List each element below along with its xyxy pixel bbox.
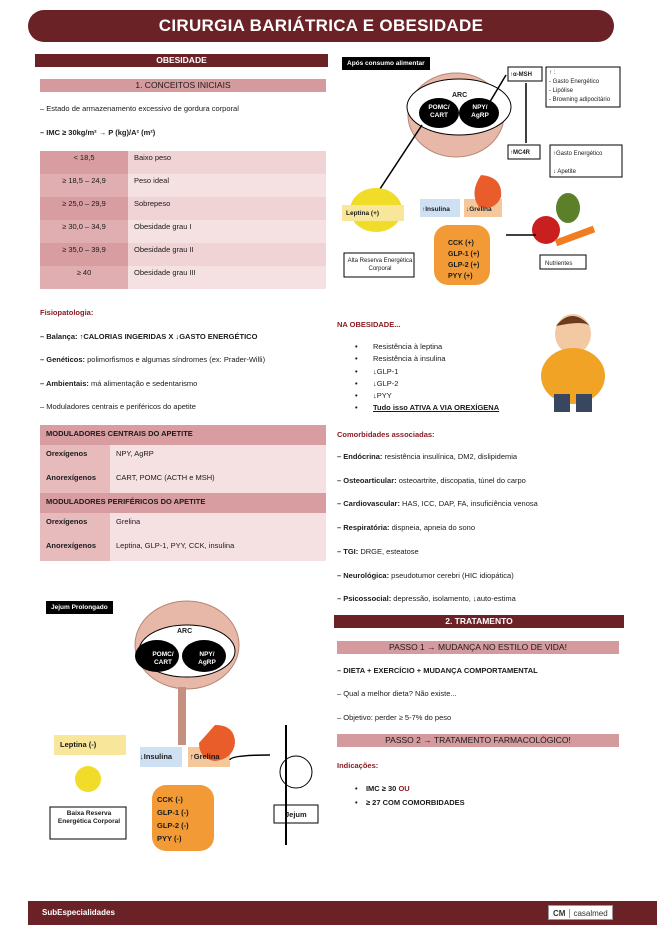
nutrientes-label: Nutrientes xyxy=(545,261,573,267)
grelina-label: ↑Grelina xyxy=(190,752,220,761)
imc-range: < 18,5 xyxy=(40,151,128,174)
fisio-item: – Genéticos: polimorfismos e algumas sín… xyxy=(40,355,266,364)
jejum-label: Jejum xyxy=(285,810,307,819)
mc4r-label: ↑MC4R xyxy=(510,150,531,156)
effects-box: ↑ :- Gasto Energético- Lipólise- Brownin… xyxy=(549,70,611,103)
arc-label: ARC xyxy=(452,92,468,99)
list-item: ↓GLP-2 xyxy=(355,378,499,390)
footer-brand: SubEspecialidades xyxy=(42,908,115,917)
imc-range: ≥ 25,0 – 29,9 xyxy=(40,197,128,220)
pomc-label: POMC/ CART xyxy=(428,104,450,119)
gut-hormones: CCK (+)GLP-1 (+)GLP-2 (+)PYY (+) xyxy=(448,240,480,280)
comorb-title: Comorbidades associadas: xyxy=(337,430,435,439)
imc-label: Obesidade grau III xyxy=(128,266,326,289)
arc-label: ARC xyxy=(177,628,193,635)
pomc-label: POMC/ CART xyxy=(152,651,174,666)
imc-range: ≥ 18,5 – 24,9 xyxy=(40,174,128,197)
list-item: Resistência à insulina xyxy=(355,353,499,365)
imc-label: Peso ideal xyxy=(128,174,326,197)
pos-consumo-diagram xyxy=(342,66,623,285)
comorb-item: – Endócrina: resistência insulínica, DM2… xyxy=(337,452,518,461)
grelina-label: ↓Grelina xyxy=(466,206,492,213)
comorb-item: – Cardiovascular: HAS, ICC, DAP, FA, ins… xyxy=(337,499,538,508)
comorb-item: – Neurológica: pseudotumor cerebri (HIC … xyxy=(337,571,514,580)
obesity-title: NA OBESIDADE... xyxy=(337,320,401,329)
imc-label: Baixo peso xyxy=(128,151,326,174)
page-title: CIRURGIA BARIÁTRICA E OBESIDADE xyxy=(28,10,614,42)
leptina-label: Leptina (-) xyxy=(60,740,97,749)
jejum-diagram xyxy=(49,600,319,851)
list-item: Tudo isso ATIVA A VIA OREXÍGENA xyxy=(355,402,499,414)
section-obesidade: OBESIDADE xyxy=(35,54,328,67)
list-item: ↓PYY xyxy=(355,390,499,402)
npy-label: NPY/ AgRP xyxy=(198,651,216,666)
subsection-conceitos: 1. CONCEITOS INICIAIS xyxy=(40,79,326,92)
imc-formula: – IMC ≥ 30kg/m² → P (kg)/A² (m²) xyxy=(40,128,156,137)
gasto-label: ↑Gasto Energético xyxy=(553,151,603,157)
p1-line: – Qual a melhor dieta? Não existe... xyxy=(337,689,457,698)
msh-label: ↑α-MSH xyxy=(510,72,533,78)
indic-item: • ≥ 27 COM COMORBIDADES xyxy=(355,798,465,807)
gut-hormones: CCK (-)GLP-1 (-)GLP-2 (-)PYY (-) xyxy=(157,795,189,843)
imc-range: ≥ 40 xyxy=(40,266,128,289)
central-modulators-table: MODULADORES CENTRAIS DO APETITE Orexígen… xyxy=(40,425,326,561)
fisio-title: Fisiopatologia: xyxy=(40,308,94,317)
definition-line: – Estado de armazenamento excessivo de g… xyxy=(40,104,239,113)
reserva-label: Alta Reserva Energética Corporal xyxy=(347,258,413,272)
insulina-label: ↑Insulina xyxy=(422,206,450,213)
list-item: Resistência à leptina xyxy=(355,341,499,353)
imc-range: ≥ 35,0 – 39,9 xyxy=(40,243,128,266)
reserva-label: Baixa Reserva Energética Corporal xyxy=(57,810,121,825)
comorb-item: – Psicossocial: depressão, isolamento, ↓… xyxy=(337,594,516,603)
table-header: MODULADORES CENTRAIS DO APETITE xyxy=(40,425,326,445)
imc-label: Obesidade grau II xyxy=(128,243,326,266)
npy-label: NPY/ AgRP xyxy=(471,104,489,119)
comorb-item: – Respiratória: dispneia, apneia do sono xyxy=(337,523,476,532)
passo1-head: PASSO 1 → MUDANÇA NO ESTILO DE VIDA! xyxy=(337,641,619,654)
passo2-head: PASSO 2 → TRATAMENTO FARMACOLÓGICO! xyxy=(337,734,619,747)
table-header: MODULADORES PERIFÉRICOS DO APETITE xyxy=(40,493,326,513)
imc-label: Sobrepeso xyxy=(128,197,326,220)
fisio-item: – Balança: ↑CALORIAS INGERIDAS X ↓GASTO … xyxy=(40,332,258,341)
obesity-list: Resistência à leptina Resistência à insu… xyxy=(355,341,499,415)
indic-title: Indicações: xyxy=(337,761,379,770)
comorb-item: – TGI: DRGE, esteatose xyxy=(337,547,419,556)
fig-tag-jejum: Jejum Prolongado xyxy=(46,601,113,614)
p1-line: – Objetivo: perder ≥ 5-7% do peso xyxy=(337,713,452,722)
apetite-label: ↓ Apetite xyxy=(553,169,577,175)
obese-man-illustration xyxy=(541,314,605,412)
imc-range: ≥ 30,0 – 34,9 xyxy=(40,220,128,243)
indic-item: • IMC ≥ 30 OU xyxy=(355,784,410,793)
fisio-item: – Ambientais: má alimentação e sedentari… xyxy=(40,379,198,388)
fig-tag-pos-consumo: Após consumo alimentar xyxy=(342,57,430,70)
section-tratamento: 2. TRATAMENTO xyxy=(334,615,624,628)
insulina-label: ↓Insulina xyxy=(140,752,173,761)
p1-line: – DIETA + EXERCÍCIO + MUDANÇA COMPORTAME… xyxy=(337,666,538,675)
leptina-label: Leptina (+) xyxy=(346,210,380,217)
fisio-item: – Moduladores centrais e periféricos do … xyxy=(40,402,196,411)
imc-label: Obesidade grau I xyxy=(128,220,326,243)
comorb-item: – Osteoarticular: osteoartrite, discopat… xyxy=(337,476,526,485)
list-item: ↓GLP-1 xyxy=(355,366,499,378)
